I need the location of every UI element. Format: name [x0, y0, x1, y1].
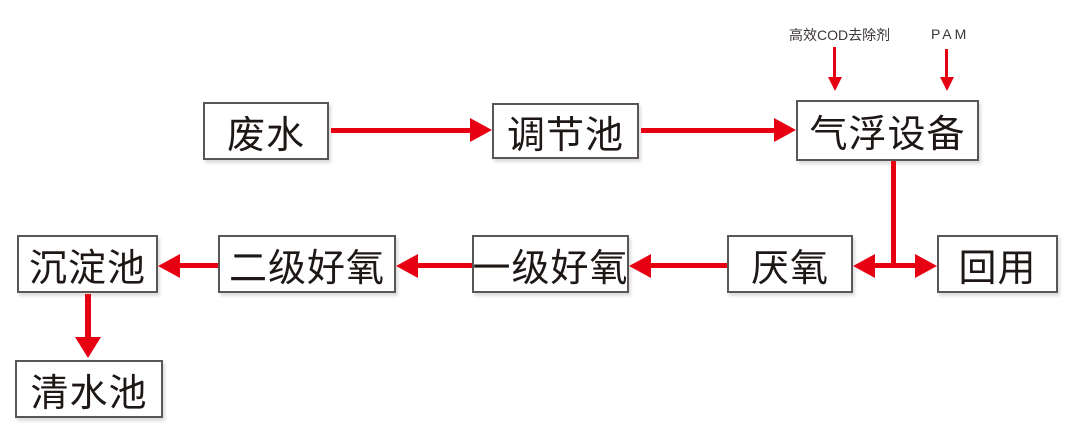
arrow-head-down-icon	[75, 337, 101, 358]
arrow-head-down-icon	[828, 77, 842, 91]
arrow-line	[870, 263, 920, 268]
arrow-line	[833, 47, 836, 78]
node-primary-aerobic: 一级好氧	[472, 235, 629, 293]
node-wastewater: 废水	[203, 102, 329, 160]
arrow-head-left-icon	[158, 254, 180, 278]
arrow-line	[641, 128, 777, 133]
arrow-head-right-icon	[470, 118, 492, 142]
arrow-head-left-icon	[853, 254, 875, 278]
node-regulating-tank: 调节池	[492, 103, 639, 159]
arrow-head-right-icon	[915, 254, 937, 278]
annotation-cod-remover: 高效COD去除剂	[789, 27, 891, 43]
arrow-head-left-icon	[629, 254, 651, 278]
node-clean-water-tank: 清水池	[15, 360, 163, 418]
node-anaerobic: 厌氧	[727, 235, 853, 293]
arrow-line	[891, 161, 896, 266]
arrow-line	[85, 294, 91, 339]
node-secondary-aerobic: 二级好氧	[218, 235, 396, 293]
node-reuse: 回用	[937, 235, 1058, 293]
arrow-line	[415, 263, 472, 268]
node-sedimentation-tank: 沉淀池	[17, 235, 158, 293]
arrow-line	[331, 128, 472, 133]
node-air-flotation: 气浮设备	[796, 100, 979, 161]
arrow-line	[945, 49, 948, 78]
arrow-head-right-icon	[774, 118, 796, 142]
arrow-line	[177, 263, 218, 268]
arrow-head-down-icon	[940, 77, 954, 91]
arrow-head-left-icon	[396, 254, 418, 278]
arrow-line	[648, 263, 727, 268]
annotation-pam: PAM	[931, 26, 970, 42]
